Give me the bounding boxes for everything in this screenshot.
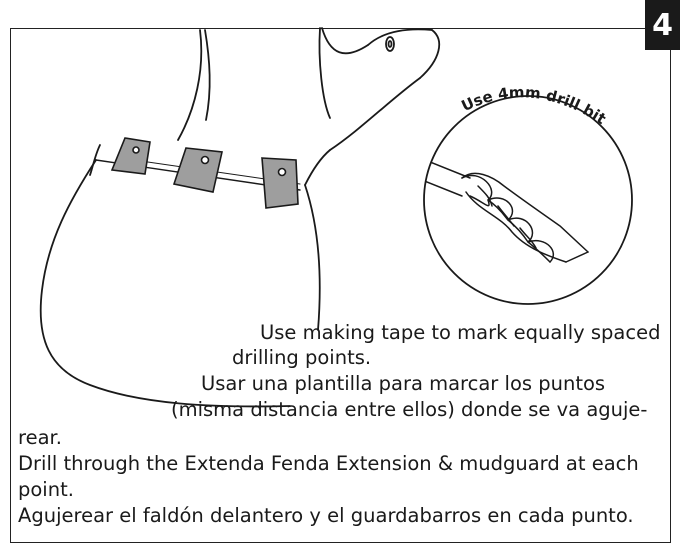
drill-bit-icon: Use 4mm drill bit [423, 83, 633, 305]
instruction-es-tape-line1: Usar una plantilla para marcar los punto… [201, 372, 606, 395]
instruction-en-drill-line2: point. [18, 478, 74, 501]
instruction-es-tape-line3: rear. [18, 426, 62, 449]
instruction-es-drill-line1: Agujerear el faldón delantero y el guard… [18, 504, 634, 527]
instruction-frame [10, 28, 671, 543]
tape-tab-icon [110, 137, 299, 209]
step-number-badge: 4 [645, 0, 680, 50]
instruction-en-tape-line2: drilling points. [232, 346, 372, 369]
instruction-en-drill-line1: Drill through the Extenda Fenda Extensio… [18, 452, 639, 475]
instruction-en-tape-line1: Use making tape to mark equally spaced [260, 321, 661, 344]
instruction-es-tape-line2: (misma distancia entre ellos) donde se v… [171, 398, 648, 421]
